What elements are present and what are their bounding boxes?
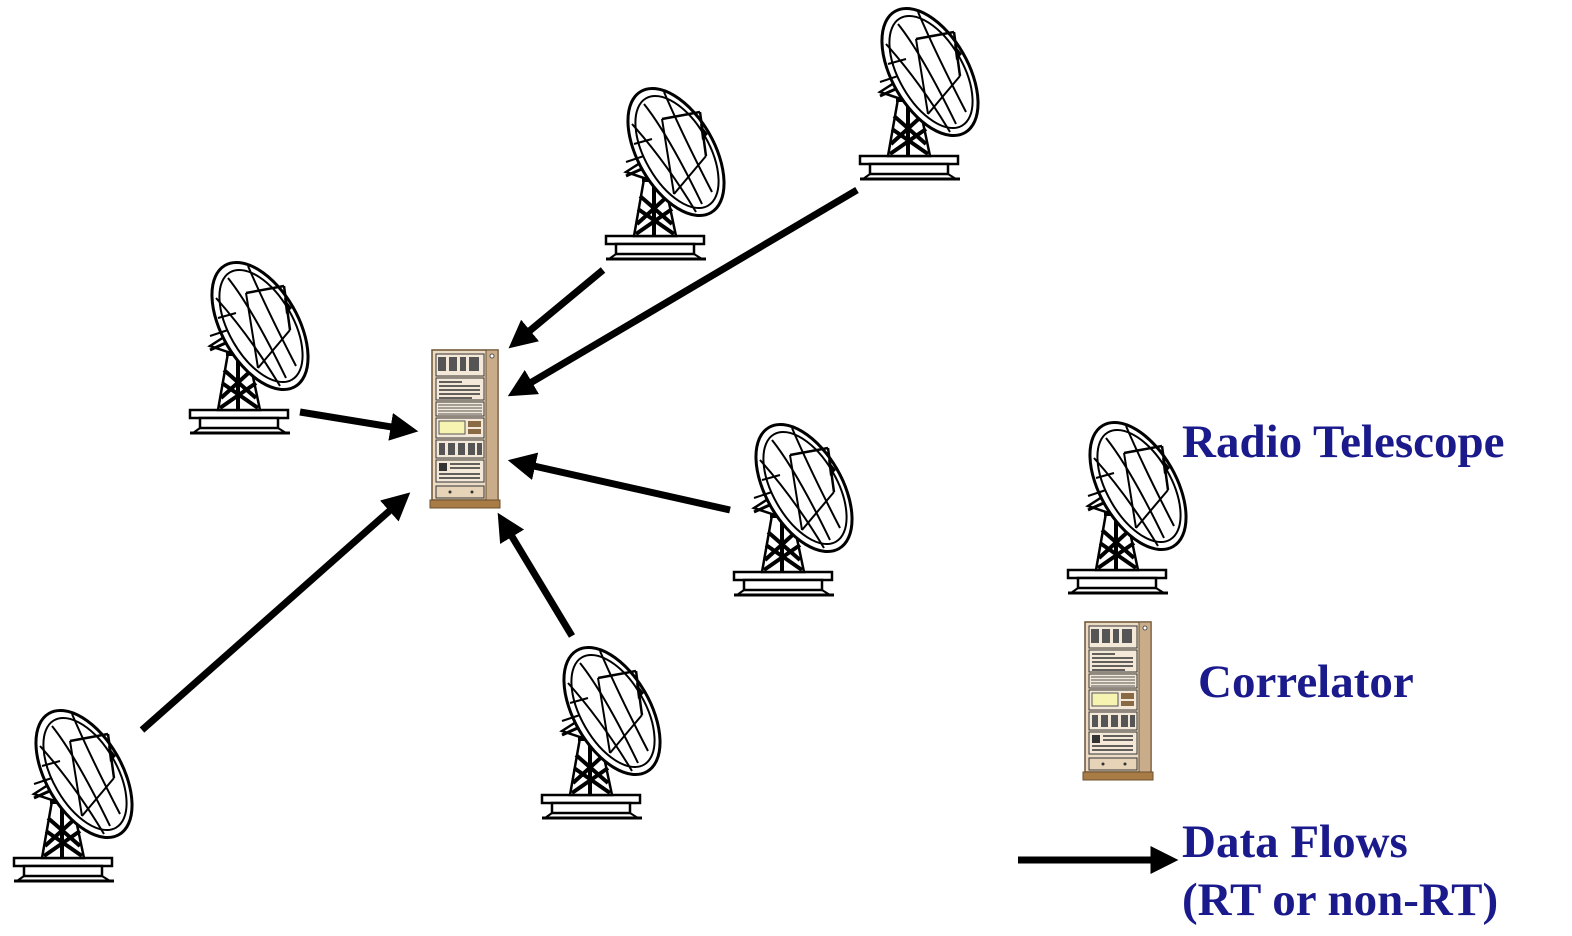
data-flow-arrow-icon <box>507 186 859 397</box>
legend-data-flows-sublabel: (RT or non-RT) <box>1182 874 1499 926</box>
correlator-rack-icon <box>429 349 501 509</box>
data-flow-arrow-icon <box>497 512 575 638</box>
data-flow-arrow-icon <box>139 492 411 733</box>
data-flow-arrow-icon <box>507 452 731 514</box>
legend-telescope-label: Radio Telescope <box>1182 416 1505 468</box>
data-flow-arrow-icon <box>508 267 606 349</box>
radio-telescope-dish-icon <box>732 406 874 597</box>
radio-telescope-dish-icon <box>604 70 746 261</box>
legend-correlator-label: Correlator <box>1198 656 1414 708</box>
radio-telescope-dish-icon <box>12 692 154 883</box>
data-flow-arrow-icon <box>299 408 419 441</box>
legend-data-flows-label: Data Flows <box>1182 816 1408 868</box>
radio-telescope-dish-icon <box>858 0 1000 182</box>
radio-telescope-dish-icon <box>540 629 682 820</box>
legend-correlator-rack-icon <box>1082 621 1154 781</box>
radio-telescope-dish-icon <box>188 244 330 435</box>
